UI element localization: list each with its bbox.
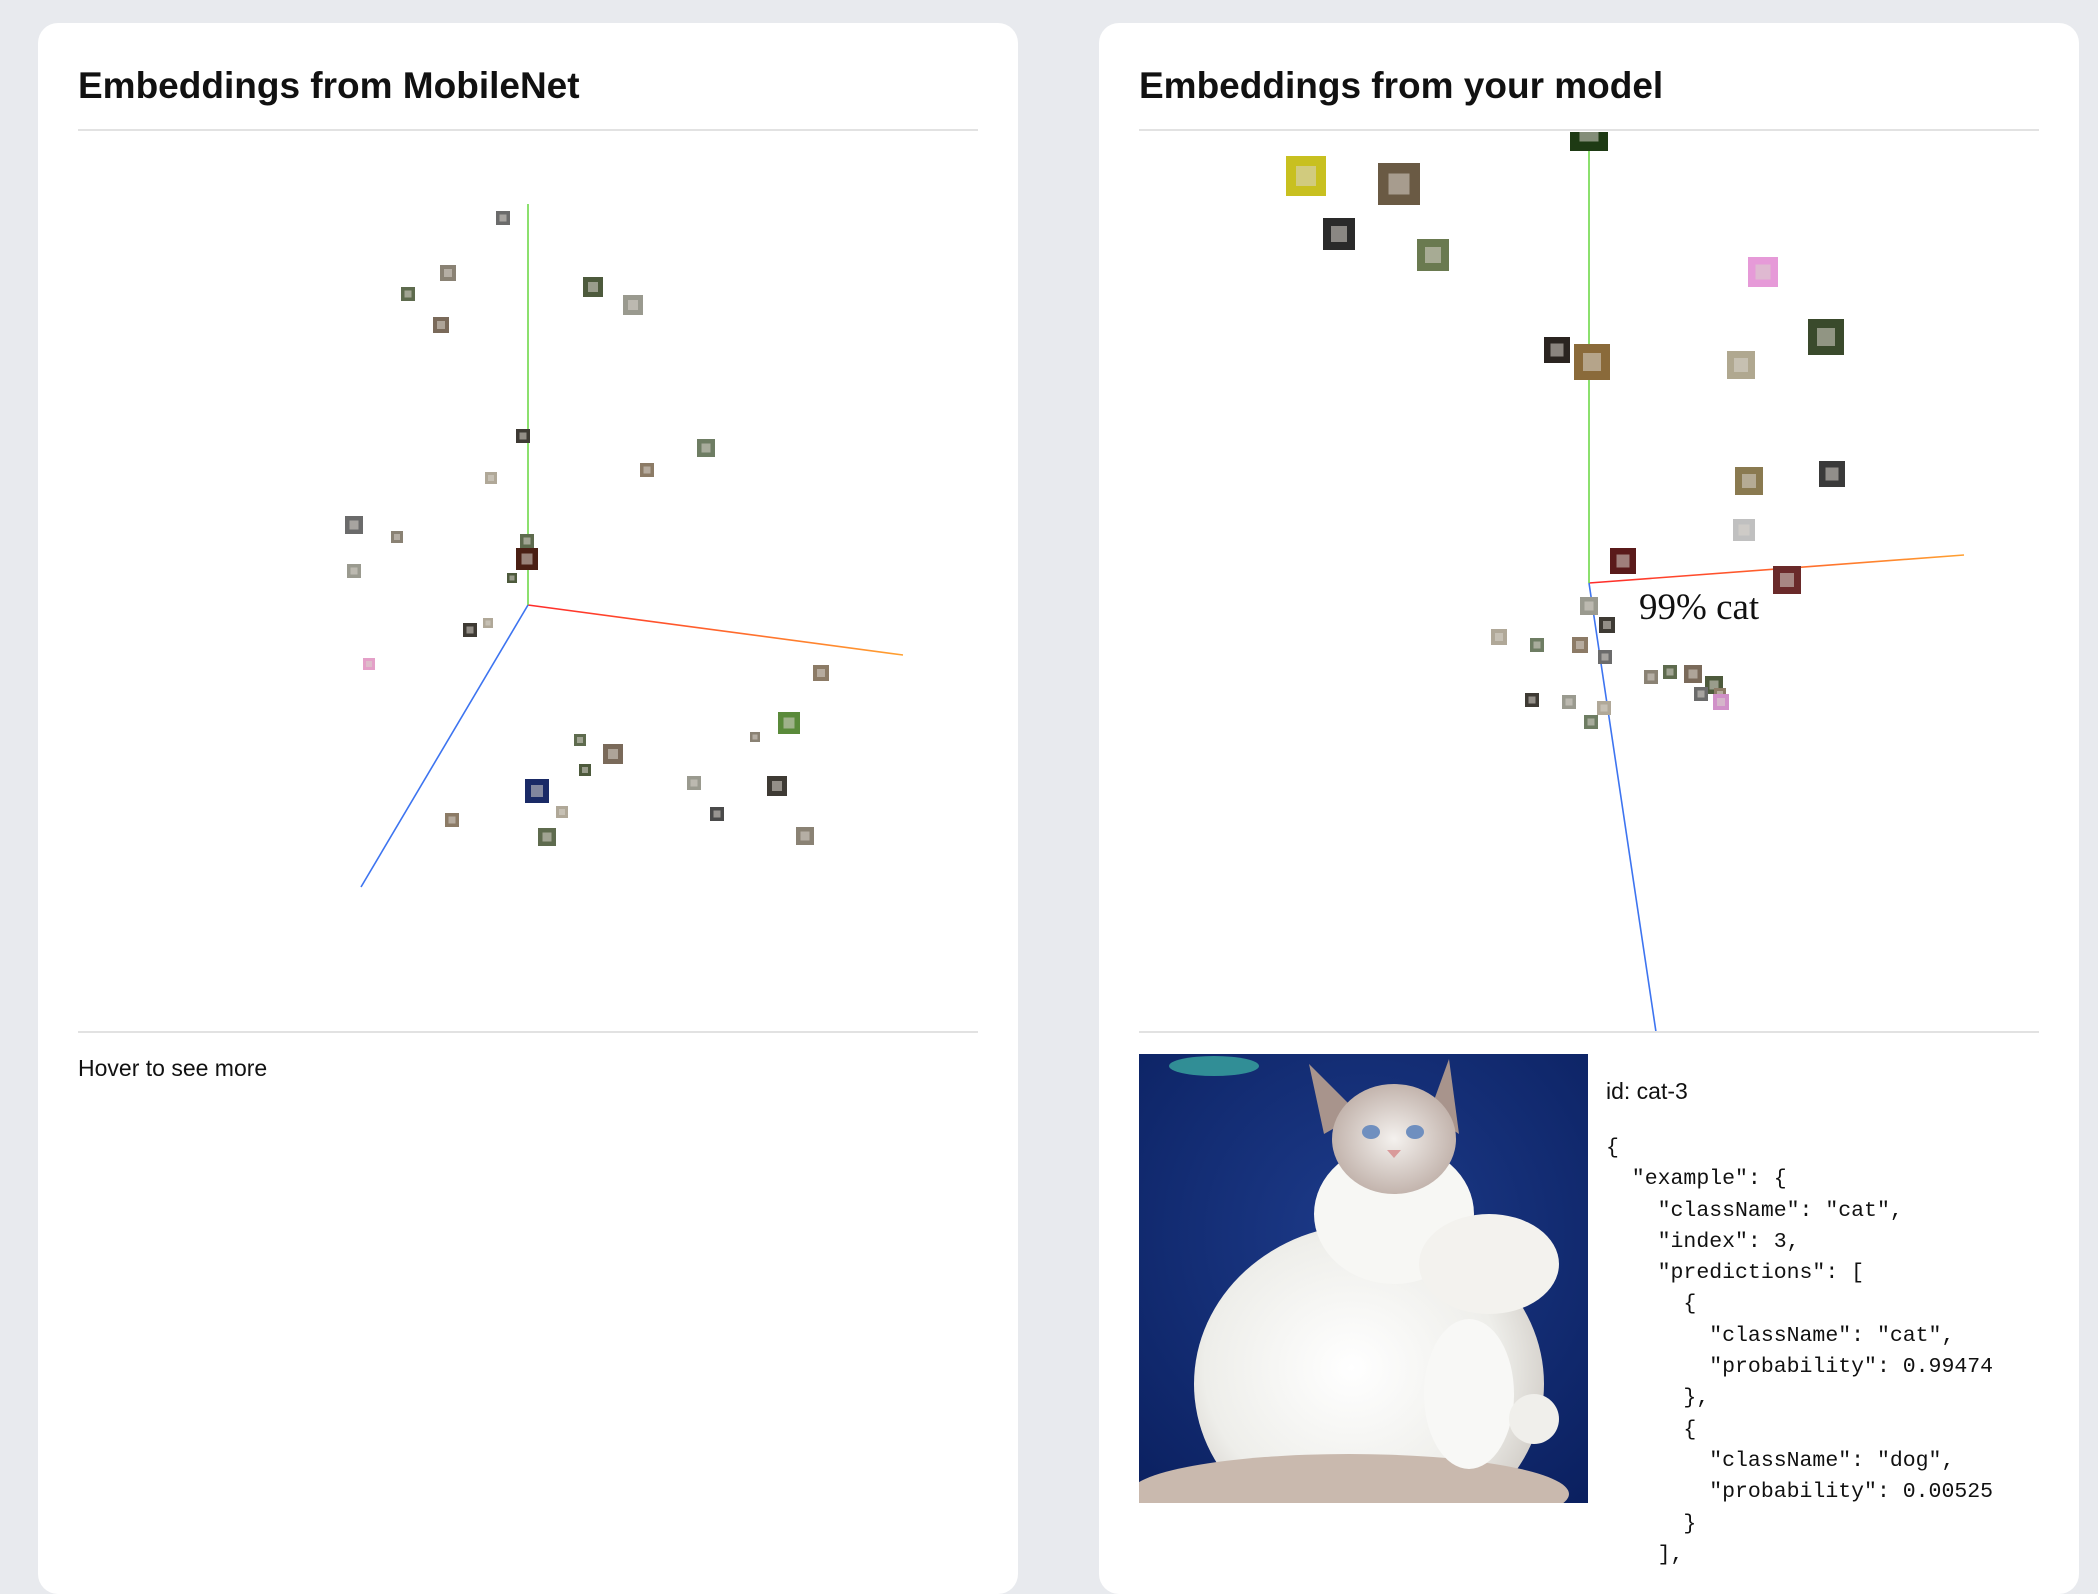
image-thumbnail[interactable] (391, 531, 403, 543)
image-thumbnail[interactable] (433, 317, 449, 333)
image-thumbnail[interactable] (440, 265, 456, 281)
image-thumbnail[interactable] (1378, 163, 1420, 205)
image-thumbnail[interactable] (1644, 670, 1658, 684)
image-thumbnail[interactable] (1610, 548, 1636, 574)
image-thumbnail[interactable] (556, 806, 568, 818)
image-thumbnail[interactable] (485, 472, 497, 484)
image-thumbnail[interactable] (445, 813, 459, 827)
selected-json: { "example": { "className": "cat", "inde… (1606, 1136, 1994, 1567)
image-thumbnail[interactable] (1597, 701, 1611, 715)
panel-title: Embeddings from your model (1139, 65, 1664, 106)
image-thumbnail[interactable] (463, 623, 477, 637)
detail-divider (78, 1031, 978, 1033)
image-thumbnail[interactable] (574, 734, 586, 746)
selected-image-preview (1139, 1054, 1588, 1503)
image-thumbnail[interactable] (516, 429, 530, 443)
embedding-scatter[interactable]: 99% cat (1139, 132, 2039, 1032)
image-thumbnail[interactable] (603, 744, 623, 764)
image-thumbnail[interactable] (1748, 257, 1778, 287)
image-thumbnail[interactable] (778, 712, 800, 734)
image-thumbnail[interactable] (1735, 467, 1763, 495)
title-divider (1139, 129, 2039, 131)
image-thumbnail[interactable] (1286, 156, 1326, 196)
mobilenet-panel: Embeddings from MobileNet Hover to see m… (38, 23, 1018, 1594)
image-thumbnail[interactable] (1684, 665, 1702, 683)
image-thumbnail[interactable] (583, 277, 603, 297)
image-thumbnail[interactable] (1584, 715, 1598, 729)
image-thumbnail[interactable] (1808, 319, 1844, 355)
panel-title: Embeddings from MobileNet (78, 65, 580, 106)
image-thumbnail[interactable] (1574, 344, 1610, 380)
image-thumbnail[interactable] (796, 827, 814, 845)
selected-id: id: cat-3 (1606, 1078, 1688, 1104)
image-thumbnail[interactable] (1570, 132, 1608, 151)
image-thumbnail[interactable] (1417, 239, 1449, 271)
custom-model-panel: Embeddings from your model 99% cat (1099, 23, 2079, 1594)
image-thumbnail[interactable] (1663, 665, 1677, 679)
image-thumbnail[interactable] (363, 658, 375, 670)
image-thumbnail[interactable] (1694, 687, 1708, 701)
hover-hint: Hover to see more (78, 1055, 268, 1081)
image-thumbnail[interactable] (483, 618, 493, 628)
image-thumbnail[interactable] (697, 439, 715, 457)
image-thumbnail[interactable] (507, 573, 517, 583)
detail-divider (1139, 1031, 2039, 1033)
image-thumbnail[interactable] (401, 287, 415, 301)
image-thumbnail[interactable] (1598, 650, 1612, 664)
image-thumbnail[interactable] (710, 807, 724, 821)
image-thumbnail[interactable] (1530, 638, 1544, 652)
embedding-3d-plot[interactable]: 99% cat (1139, 132, 2039, 1032)
image-thumbnail[interactable] (1562, 695, 1576, 709)
image-thumbnail[interactable] (640, 463, 654, 477)
x-axis (527, 604, 904, 656)
image-thumbnail[interactable] (623, 295, 643, 315)
image-thumbnail[interactable] (1819, 461, 1845, 487)
image-thumbnail[interactable] (538, 828, 556, 846)
image-thumbnail[interactable] (1713, 694, 1729, 710)
image-thumbnail[interactable] (1733, 519, 1755, 541)
image-thumbnail[interactable] (1544, 337, 1570, 363)
image-thumbnail[interactable] (516, 548, 538, 570)
image-thumbnail[interactable] (525, 779, 549, 803)
image-thumbnail[interactable] (813, 665, 829, 681)
image-thumbnail[interactable] (1323, 218, 1355, 250)
image-thumbnail[interactable] (1599, 617, 1615, 633)
image-thumbnail[interactable] (520, 534, 534, 548)
embedding-3d-plot[interactable] (78, 132, 978, 1032)
image-thumbnail[interactable] (1580, 597, 1598, 615)
image-thumbnail[interactable] (1491, 629, 1507, 645)
image-thumbnail[interactable] (1572, 637, 1588, 653)
embedding-scatter[interactable] (78, 132, 978, 1032)
image-thumbnail[interactable] (1727, 351, 1755, 379)
image-thumbnail[interactable] (687, 776, 701, 790)
z-axis (360, 604, 529, 888)
image-thumbnail[interactable] (347, 564, 361, 578)
cat-photo-image (1139, 1054, 1588, 1503)
image-thumbnail[interactable] (750, 732, 760, 742)
image-thumbnail[interactable] (579, 764, 591, 776)
prediction-label: 99% cat (1639, 587, 1760, 628)
image-thumbnail[interactable] (1525, 693, 1539, 707)
image-thumbnail[interactable] (496, 211, 510, 225)
image-thumbnail[interactable] (345, 516, 363, 534)
image-thumbnail[interactable] (767, 776, 787, 796)
title-divider (78, 129, 978, 131)
image-thumbnail[interactable] (1773, 566, 1801, 594)
